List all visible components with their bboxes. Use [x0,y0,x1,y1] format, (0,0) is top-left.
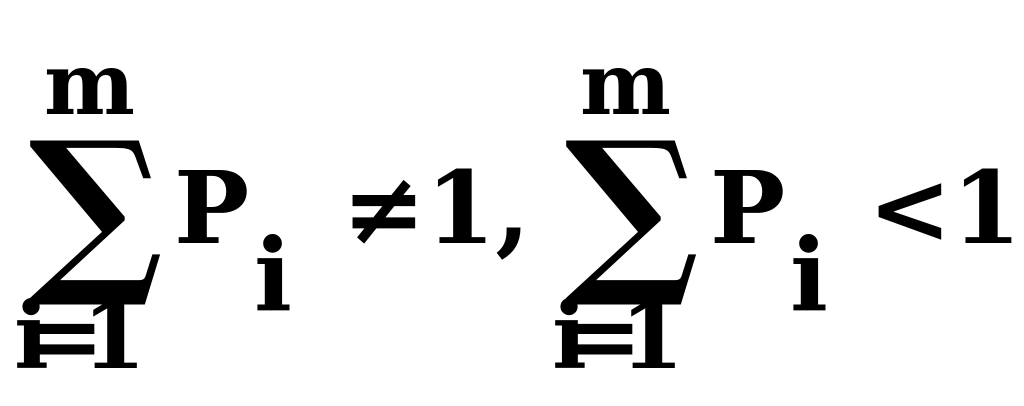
left-relation: ≠1, [342,149,531,267]
left-term-p: P [174,149,250,267]
left-term-subscript: i [254,216,292,334]
right-summation-symbol: ∑ [564,102,700,313]
left-sum-upper-limit: m [44,34,135,135]
right-relation: <1 [868,149,1022,267]
right-sum-lower-limit: i=1 [552,282,684,390]
left-summation-symbol: ∑ [28,102,164,313]
left-sum-lower-limit: i=1 [14,282,146,390]
right-term-subscript: i [790,216,828,334]
right-term-p: P [710,149,786,267]
right-sum-upper-limit: m [580,34,671,135]
